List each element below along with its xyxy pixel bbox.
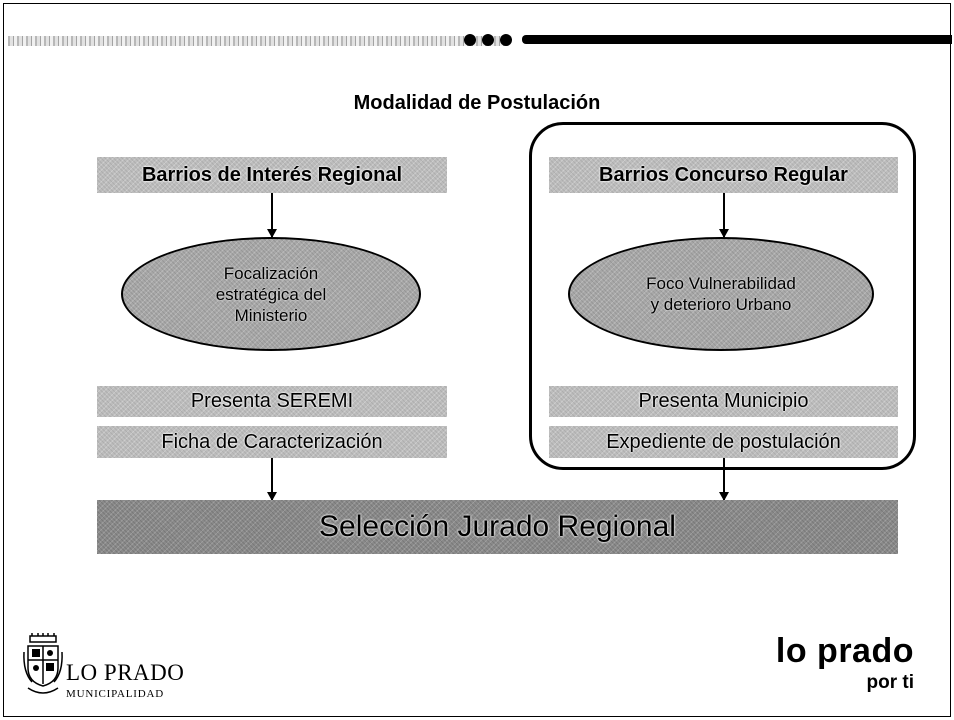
right-presenta-label: Presenta Municipio (638, 390, 809, 412)
brand-main: lo prado (775, 632, 914, 670)
result-label: Selección Jurado Regional (319, 510, 676, 543)
arrow-down-icon (723, 458, 725, 500)
left-presenta-label: Presenta SEREMI (190, 390, 354, 412)
right-header-box: Barrios Concurso Regular (549, 157, 898, 193)
result-box: Selección Jurado Regional (97, 500, 898, 554)
left-presenta-box: Presenta SEREMI (97, 386, 447, 417)
left-document-label: Ficha de Caracterización (161, 430, 383, 453)
municipality-sub: MUNICIPALIDAD (66, 688, 164, 700)
left-ellipse-line: estratégica del (215, 284, 327, 304)
arrow-down-icon (723, 193, 725, 237)
slide-title: Modalidad de Postulación (353, 92, 601, 114)
header-dot (500, 34, 512, 46)
right-header-label: Barrios Concurso Regular (599, 163, 848, 186)
right-document-label: Expediente de postulación (606, 430, 841, 453)
right-ellipse-line: Foco Vulnerabilidad (646, 274, 796, 293)
left-ellipse-text: Focalización estratégica del Ministerio (216, 263, 327, 326)
header-decoration-strip (8, 36, 508, 46)
left-document-box: Ficha de Caracterización (97, 426, 447, 458)
municipal-crest-icon (23, 633, 63, 694)
arrow-down-icon (271, 458, 273, 500)
left-header-label: Barrios de Interés Regional (141, 163, 403, 186)
left-header-box: Barrios de Interés Regional (97, 157, 447, 193)
arrow-down-icon (271, 193, 273, 237)
right-document-box: Expediente de postulación (549, 426, 898, 458)
slide-frame (3, 3, 951, 717)
header-dot (482, 34, 494, 46)
left-ellipse-line: Focalización (223, 263, 319, 283)
header-bar (522, 35, 952, 44)
right-ellipse-text: Foco Vulnerabilidad y deterioro Urbano (646, 273, 796, 315)
right-ellipse-line: y deterioro Urbano (650, 295, 792, 314)
municipality-name: LO PRADO (66, 660, 185, 685)
right-presenta-box: Presenta Municipio (549, 386, 898, 417)
left-ellipse-line: Ministerio (234, 305, 308, 325)
left-ellipse: Focalización estratégica del Ministerio (121, 237, 421, 351)
brand-sub: por ti (866, 672, 915, 693)
right-ellipse: Foco Vulnerabilidad y deterioro Urbano (568, 237, 874, 351)
header-dot (464, 34, 476, 46)
